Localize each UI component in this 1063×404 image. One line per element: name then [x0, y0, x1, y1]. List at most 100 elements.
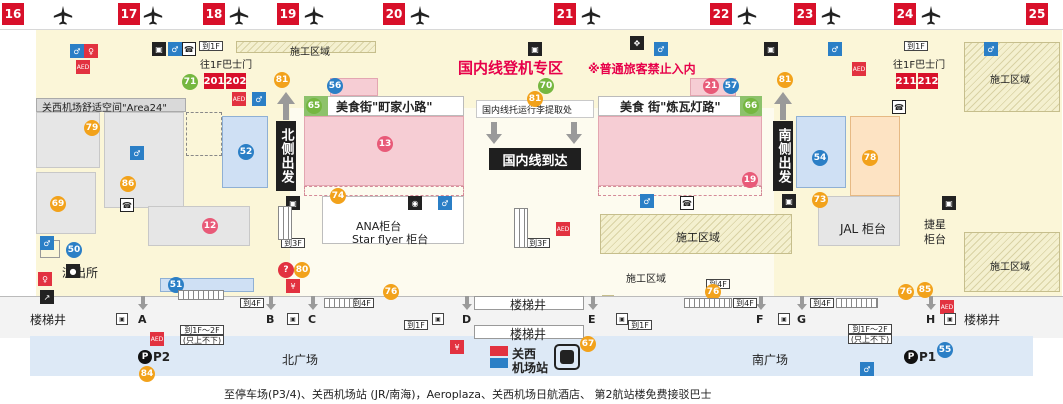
to-1f-d[interactable]: 到1F	[404, 320, 428, 330]
door-a[interactable]: A	[138, 313, 147, 326]
spot-78[interactable]: 78	[862, 150, 878, 166]
restroom-icon[interactable]: ♀	[38, 272, 52, 286]
gate-24[interactable]: 24	[894, 3, 916, 25]
to-1f-e[interactable]: 到1F	[628, 320, 652, 330]
to-3f-center[interactable]: 到3F	[526, 238, 550, 248]
to-1f-west[interactable]: 到1F	[199, 41, 223, 51]
spot-21[interactable]: 21	[703, 78, 719, 94]
spot-70[interactable]: 70	[538, 78, 554, 94]
to-4f-west[interactable]: 到4F	[240, 298, 264, 308]
spot-57[interactable]: 57	[723, 78, 739, 94]
aed-icon[interactable]: AED	[232, 92, 246, 106]
bus-gate-212[interactable]: 212	[918, 73, 938, 89]
telephone-icon[interactable]: ☎	[680, 196, 694, 210]
to-4f-f[interactable]: 到4F	[733, 298, 757, 308]
gate-23[interactable]: 23	[794, 3, 816, 25]
telephone-icon[interactable]: ☎	[120, 198, 134, 212]
aed-icon[interactable]: AED	[940, 300, 954, 314]
spot-52[interactable]: 52	[238, 144, 254, 160]
to-1f-2f-west[interactable]: 到1F～2F	[180, 325, 224, 335]
spot-76-e[interactable]: 76	[705, 284, 721, 300]
elevator-icon[interactable]: ▣	[616, 313, 628, 325]
spot-80[interactable]: 80	[294, 262, 310, 278]
spot-73[interactable]: 73	[812, 192, 828, 208]
spot-81-center[interactable]: 81	[527, 91, 543, 107]
spot-71[interactable]: 71	[182, 74, 198, 90]
to-4f-g[interactable]: 到4F	[810, 298, 834, 308]
aed-icon[interactable]: AED	[150, 332, 164, 346]
spot-74[interactable]: 74	[330, 188, 346, 204]
restroom-icon[interactable]: ♂	[70, 44, 84, 58]
train-icon[interactable]	[554, 344, 580, 370]
aed-icon[interactable]: AED	[556, 222, 570, 236]
domestic-arrival[interactable]: 国内线到达	[489, 148, 581, 170]
door-b[interactable]: B	[266, 313, 275, 326]
spot-55[interactable]: 55	[937, 342, 953, 358]
north-departure[interactable]: 北侧出发	[276, 121, 296, 191]
spot-76-c[interactable]: 76	[383, 284, 399, 300]
bus-gate-202[interactable]: 202	[226, 73, 246, 89]
gate-18[interactable]: 18	[203, 3, 225, 25]
south-departure[interactable]: 南侧出发	[773, 121, 793, 191]
spot-56[interactable]: 56	[327, 78, 343, 94]
lost-child-icon[interactable]: ●	[66, 264, 80, 278]
to-1f-2f-east[interactable]: 到1F～2F	[848, 324, 892, 334]
door-g[interactable]: G	[797, 313, 807, 326]
telephone-icon[interactable]: ☎	[182, 42, 196, 56]
restroom-icon[interactable]: ♂	[984, 42, 998, 56]
elevator-icon[interactable]: ▣	[528, 42, 542, 56]
spot-69[interactable]: 69	[50, 196, 66, 212]
to-3f-west[interactable]: 到3F	[281, 238, 305, 248]
spot-76-h[interactable]: 76	[898, 284, 914, 300]
elevator-icon[interactable]: ▣	[778, 313, 790, 325]
gate-20[interactable]: 20	[383, 3, 405, 25]
spot-86[interactable]: 86	[120, 176, 136, 192]
aed-icon[interactable]: AED	[852, 62, 866, 76]
restroom-icon[interactable]: ♂	[438, 196, 452, 210]
restroom-icon[interactable]: ♂	[828, 42, 842, 56]
spot-13[interactable]: 13	[377, 136, 393, 152]
spot-67[interactable]: 67	[580, 336, 596, 352]
gate-17[interactable]: 17	[118, 3, 140, 25]
elevator-icon[interactable]: ▣	[287, 313, 299, 325]
spot-84[interactable]: 84	[139, 366, 155, 382]
gate-25[interactable]: 25	[1026, 3, 1048, 25]
elevator-icon[interactable]: ▣	[944, 313, 956, 325]
spot-81-east[interactable]: 81	[777, 72, 793, 88]
spot-50[interactable]: 50	[66, 242, 82, 258]
escalator-icon[interactable]: ↗	[40, 290, 54, 304]
spot-79[interactable]: 79	[84, 120, 100, 136]
door-h[interactable]: H	[926, 313, 936, 326]
baby-room-icon[interactable]: ◉	[408, 196, 422, 210]
gate-22[interactable]: 22	[710, 3, 732, 25]
gate-19[interactable]: 19	[277, 3, 299, 25]
bus-gate-201[interactable]: 201	[204, 73, 224, 89]
atm-icon[interactable]: ¥	[450, 340, 464, 354]
door-f[interactable]: F	[756, 313, 764, 326]
spot-81-west[interactable]: 81	[274, 72, 290, 88]
spot-85[interactable]: 85	[917, 282, 933, 298]
restroom-icon[interactable]: ♂	[130, 146, 144, 160]
spot-12[interactable]: 12	[202, 218, 218, 234]
restroom-icon[interactable]: ♂	[654, 42, 668, 56]
restroom-icon[interactable]: ♂	[40, 236, 54, 250]
elevator-icon[interactable]: ▣	[782, 194, 796, 208]
elevator-icon[interactable]: ▣	[942, 196, 956, 210]
elevator-icon[interactable]: ▣	[152, 42, 166, 56]
spot-66[interactable]: 66	[743, 98, 759, 114]
gate-21[interactable]: 21	[554, 3, 576, 25]
restroom-icon[interactable]: ♀	[84, 44, 98, 58]
telephone-icon[interactable]: ☎	[892, 100, 906, 114]
elevator-icon[interactable]: ▣	[764, 42, 778, 56]
restroom-icon[interactable]: ♂	[252, 92, 266, 106]
aed-icon[interactable]: AED	[76, 60, 90, 74]
door-e[interactable]: E	[588, 313, 596, 326]
spot-19[interactable]: 19	[742, 172, 758, 188]
elevator-icon[interactable]: ▣	[432, 313, 444, 325]
spot-54[interactable]: 54	[812, 150, 828, 166]
gate-16[interactable]: 16	[2, 3, 24, 25]
door-d[interactable]: D	[462, 313, 472, 326]
info-icon[interactable]: ✥	[630, 36, 644, 50]
